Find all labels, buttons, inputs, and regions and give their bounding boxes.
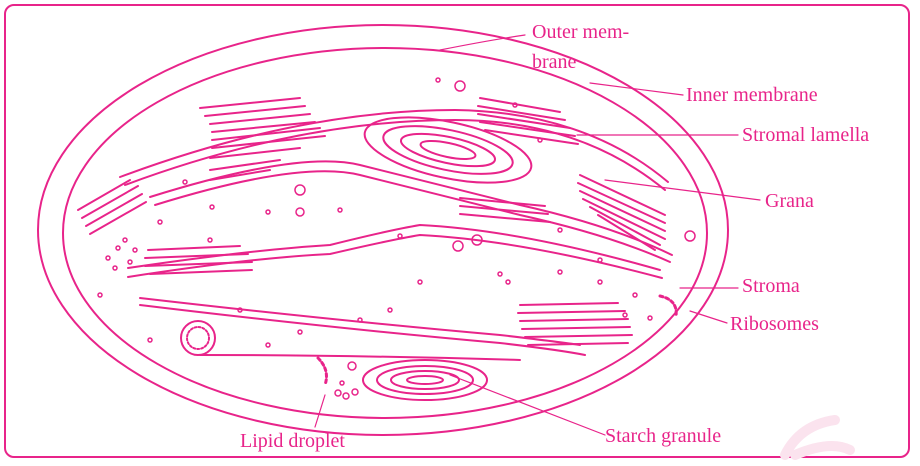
label-stroma: Stroma [742, 275, 800, 297]
label-ribosomes: Ribosomes [730, 313, 819, 335]
granum-left [78, 180, 146, 234]
ribosome-chain-left [318, 358, 326, 385]
lipid-droplet [181, 321, 215, 355]
starch-granule-lower [363, 360, 487, 400]
label-inner-membrane: Inner membrane [686, 84, 818, 106]
label-stromal-lamella: Stromal lamella [742, 124, 869, 146]
label-outer-membrane-line1: Outer mem- [532, 21, 629, 43]
inner-membrane [63, 48, 707, 418]
ribosome-chain-right [660, 296, 676, 316]
label-starch-granule: Starch granule [605, 425, 721, 447]
label-outer-membrane-line2: brane [532, 51, 576, 73]
granum-middle-left [145, 246, 252, 274]
watermark-logo [785, 420, 850, 455]
label-lipid-droplet: Lipid droplet [240, 430, 345, 452]
label-grana: Grana [765, 190, 814, 212]
